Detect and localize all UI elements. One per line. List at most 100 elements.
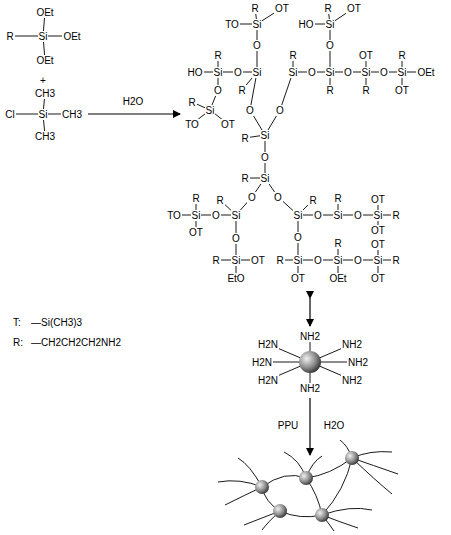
atom-label: O: [211, 210, 221, 221]
atom-label: R: [240, 173, 249, 184]
atom-label: OT: [370, 194, 386, 205]
reaction-arrow: [88, 113, 180, 114]
atom-label: R: [325, 85, 334, 96]
atom-label: H2N: [257, 339, 279, 350]
atom-label: Si: [260, 130, 271, 141]
atom-label: H2N: [251, 357, 273, 368]
double-arrow: [309, 298, 310, 326]
atom-label: O: [273, 192, 283, 203]
atom-label: O: [293, 232, 303, 243]
atom-label: R: [397, 50, 406, 61]
atom-label: O: [252, 40, 262, 51]
atom-label: R: [240, 133, 249, 144]
atom-label: O: [233, 67, 243, 78]
atom-label: Si: [38, 109, 49, 120]
atom-label: O: [275, 105, 285, 116]
atom-label: OT: [220, 119, 236, 130]
atom-label: Si: [373, 255, 384, 266]
atom-label: PPU: [277, 420, 300, 431]
atom-label: Si: [361, 67, 372, 78]
atom-label: O: [247, 192, 257, 203]
atom-label: TO: [224, 19, 240, 30]
atom-label: OEt: [35, 7, 54, 18]
atom-label: O: [245, 105, 255, 116]
atom-label: R: [361, 85, 370, 96]
atom-label: R: [333, 238, 342, 249]
atom-label: R: [333, 193, 342, 204]
atom-label: Si: [373, 210, 384, 221]
atom-label: NH2: [299, 331, 321, 342]
atom-label: Cl: [4, 109, 15, 120]
atom-label: HO: [298, 19, 315, 30]
atom-label: NH2: [341, 375, 363, 386]
legend-text: R:: [12, 337, 24, 348]
atom-label: Si: [252, 19, 263, 30]
atom-label: R: [391, 210, 400, 221]
atom-label: R: [211, 255, 220, 266]
atom-label: Si: [252, 67, 263, 78]
atom-label: EtO: [226, 273, 245, 284]
atom-label: OEt: [328, 273, 347, 284]
atom-label: OT: [358, 50, 374, 61]
atom-label: Si: [288, 67, 299, 78]
atom-label: O: [313, 255, 323, 266]
atom-label: OEt: [35, 55, 54, 66]
atom-label: OT: [290, 273, 306, 284]
atom-label: OEt: [62, 31, 81, 42]
atom-label: R: [237, 85, 246, 96]
atom-label: R: [391, 255, 400, 266]
atom-label: Si: [325, 67, 336, 78]
atom-label: O: [353, 210, 363, 221]
atom-label: CH3: [61, 109, 83, 120]
atom-label: OEt: [416, 67, 435, 78]
atom-label: O: [231, 233, 241, 244]
atom-label: H2N: [257, 375, 279, 386]
atom-label: OT: [394, 85, 410, 96]
atom-label: Si: [213, 67, 224, 78]
atom-label: Si: [333, 210, 344, 221]
atom-label: R: [275, 255, 284, 266]
atom-label: OT: [250, 255, 266, 266]
legend-text: T:: [12, 317, 22, 328]
atom-label: O: [213, 85, 223, 96]
reaction-arrow: [309, 398, 310, 455]
atom-label: NH2: [299, 383, 321, 394]
atom-label: OT: [370, 225, 386, 236]
atom-label: R: [5, 31, 14, 42]
atom-label: CH3: [34, 131, 56, 142]
atom-label: R: [187, 97, 196, 108]
atom-label: CH3: [34, 88, 56, 99]
atom-label: NH2: [341, 339, 363, 350]
atom-label: Si: [325, 19, 336, 30]
atom-label: H2O: [323, 420, 346, 431]
atom-label: O: [379, 67, 389, 78]
atom-label: Si: [260, 173, 271, 184]
atom-label: O: [307, 67, 317, 78]
atom-label: Si: [231, 255, 242, 266]
atom-label: R: [215, 195, 224, 206]
atom-label: R: [213, 50, 222, 61]
atom-label: R: [288, 50, 297, 61]
atom-label: R: [308, 195, 317, 206]
atom-label: Si: [333, 255, 344, 266]
atom-label: Si: [293, 255, 304, 266]
atom-label: OT: [370, 239, 386, 250]
atom-label: Si: [191, 210, 202, 221]
atom-label: O: [313, 210, 323, 221]
polymer-network: [218, 440, 398, 531]
atom-label: TO: [166, 210, 182, 221]
atom-label: R: [323, 3, 332, 14]
atom-label: HO: [187, 67, 204, 78]
legend-text: —CH2CH2CH2NH2: [30, 337, 122, 348]
atom-label: OT: [370, 273, 386, 284]
legend-text: —Si(CH3)3: [30, 317, 83, 328]
atom-label: Si: [293, 210, 304, 221]
atom-label: OT: [188, 227, 204, 238]
atom-label: Si: [38, 31, 49, 42]
atom-label: +: [39, 75, 47, 86]
atom-label: Si: [205, 105, 216, 116]
